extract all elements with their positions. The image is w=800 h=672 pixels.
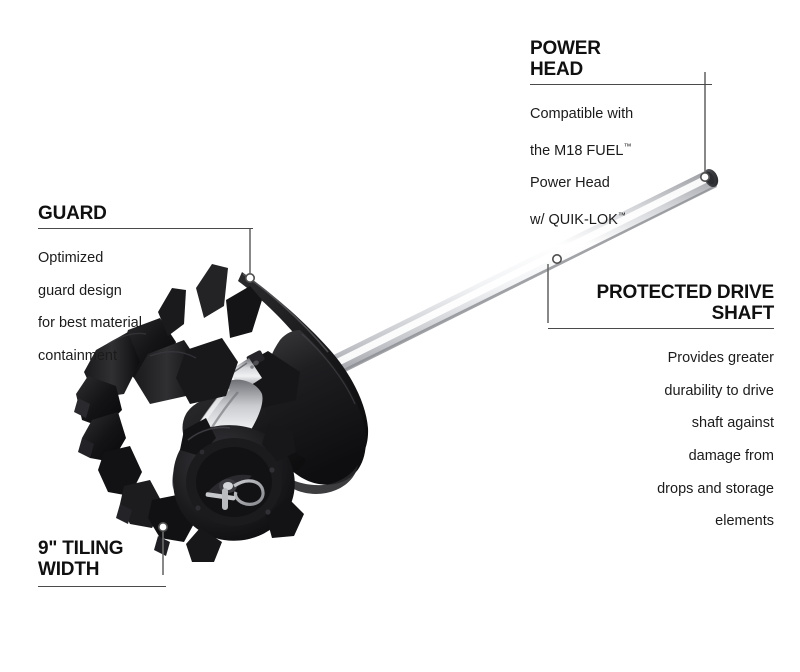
callout-rule-tiling-width [38,586,166,587]
retaining-pin [205,474,265,510]
callout-tiling-width: 9" TILING WIDTH [38,538,166,587]
callout-power-head: POWER HEAD Compatible with the M18 FUEL™… [530,38,712,244]
trademark-symbol: ™ [617,210,626,220]
callout-rule-protected-drive-shaft [548,328,774,329]
callout-body-power-head: Compatible with the M18 FUEL™ Power Head… [530,90,712,244]
callout-body-line: Optimized [38,250,104,267]
callout-body-protected-drive-shaft: Provides greater durability to drive sha… [548,334,774,546]
callout-body-line: w/ QUIK-LOK™ [530,210,626,228]
callout-body-line: durability to drive [664,382,774,399]
callout-body-line: for best material [38,315,142,332]
callout-body-guard: Optimized guard design for best material… [38,234,253,381]
callout-body-line: Power Head [530,175,610,192]
callout-body-line: drops and storage [657,480,774,497]
callout-protected-drive-shaft: PROTECTED DRIVE SHAFT Provides greater d… [548,282,774,546]
callout-body-line: shaft against [691,415,774,432]
callout-heading-guard: GUARD [38,203,107,224]
callout-heading-power-head: POWER HEAD [530,38,601,80]
callout-heading-tiling-width: 9" TILING WIDTH [38,538,124,580]
callout-guard: GUARD Optimized guard design for best ma… [38,203,253,381]
callout-body-line: Compatible with [530,106,634,123]
callout-heading-protected-drive-shaft: PROTECTED DRIVE SHAFT [596,282,774,324]
callout-rule-guard [38,228,253,229]
tine-assembly [74,264,304,562]
callout-body-line: damage from [688,448,774,465]
callout-body-line: the M18 FUEL™ [530,141,632,159]
drive-shaft [289,170,717,394]
trademark-symbol: ™ [623,141,632,151]
callout-body-line: containment [38,348,117,365]
callout-body-line: guard design [38,282,122,299]
callout-body-line: elements [715,513,774,530]
callout-body-line: Provides greater [667,350,774,367]
callout-rule-power-head [530,84,712,85]
